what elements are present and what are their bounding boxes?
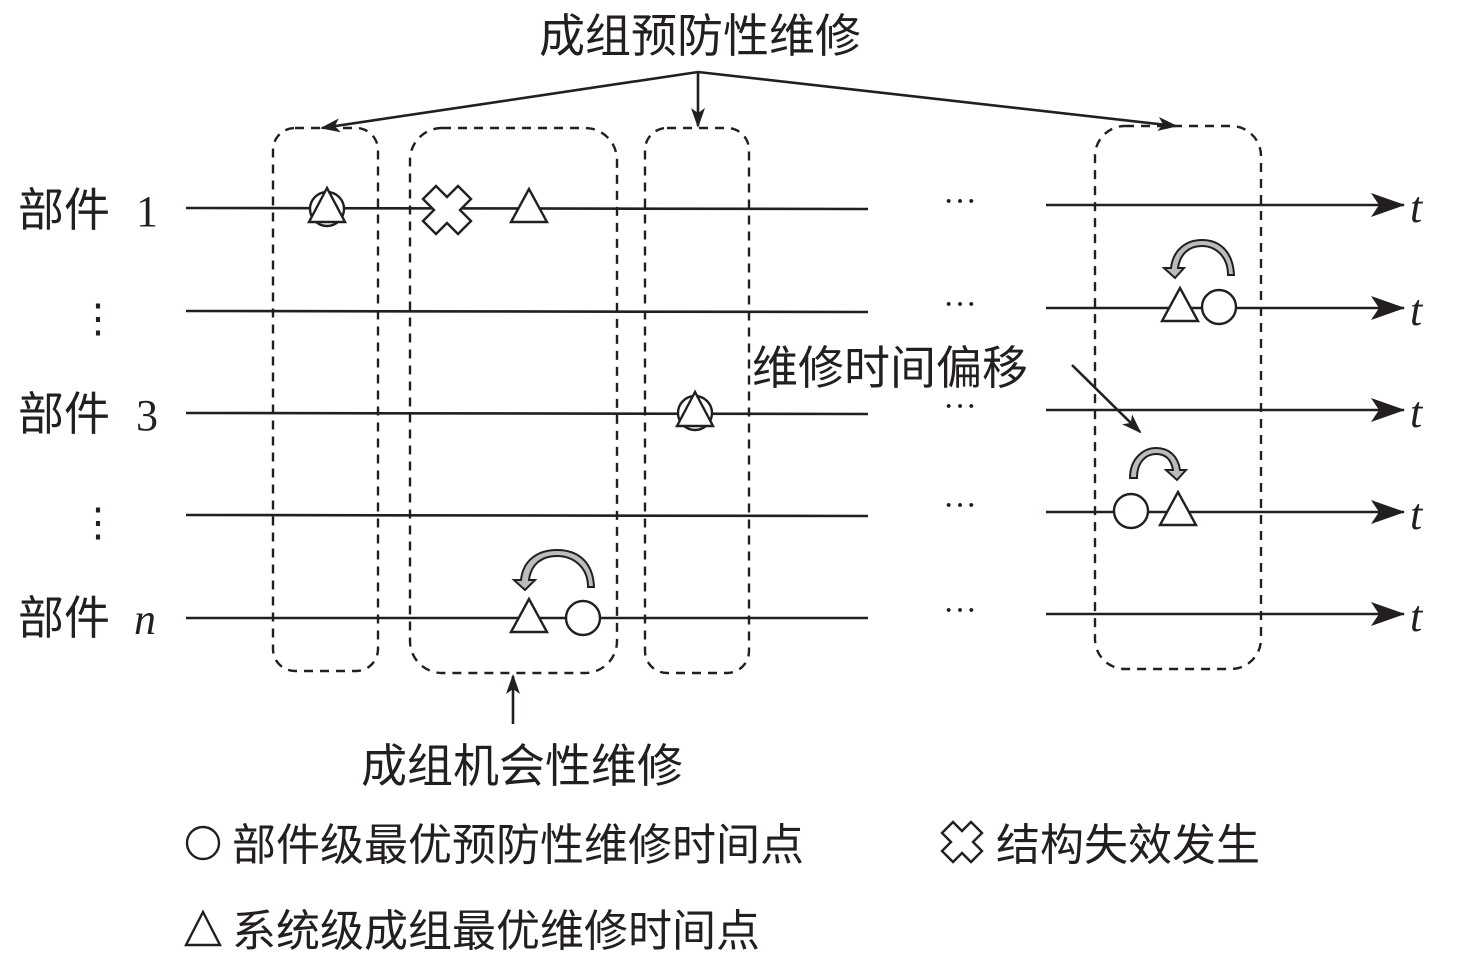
- curved-arrow-icon: [1161, 238, 1236, 280]
- legend-circle-icon: [185, 825, 221, 861]
- triangle-icon: [508, 596, 550, 634]
- group-preventive-maintenance-label: 成组预防性维修: [539, 9, 861, 63]
- time-label-5: t: [1410, 592, 1424, 641]
- group-box-3: [643, 126, 751, 675]
- ellipsis-1: ···: [943, 183, 977, 220]
- circle-icon: [564, 599, 602, 637]
- row-label-n: 部件: [18, 591, 110, 645]
- cross-icon: [421, 184, 473, 236]
- row-ellipsis-1: ⋮: [78, 296, 118, 342]
- triangle-icon: [675, 389, 715, 428]
- row-ellipsis-2: ⋮: [78, 500, 118, 546]
- legend-circle-label: 部件级最优预防性维修时间点: [232, 820, 804, 871]
- ellipsis-2: ···: [943, 286, 977, 323]
- time-label-3: t: [1410, 388, 1424, 437]
- ellipsis-4: ···: [943, 487, 977, 524]
- curved-arrow-icon: [511, 548, 596, 592]
- row-label-1: 部件: [18, 183, 110, 237]
- timeline-2-left: [185, 309, 869, 314]
- triangle-icon: [1157, 489, 1199, 527]
- group-box-4: [1093, 124, 1263, 671]
- row-2-right-events: [1159, 238, 1238, 326]
- timelines: ··· ··· ··· ··· ··· t t t t t: [185, 183, 1424, 641]
- triangle-icon: [1159, 285, 1201, 323]
- legend-triangle-label: 系统级成组最优维修时间点: [232, 906, 760, 957]
- arrow-to-group-1: [320, 70, 699, 133]
- group-box-2-opportunistic: [408, 126, 619, 675]
- row-labels: 部件 1 ⋮ 部件 3 ⋮ 部件 n: [18, 183, 158, 645]
- time-shift-label: 维修时间偏移: [752, 341, 1028, 395]
- maintenance-groups: [271, 124, 1263, 675]
- group-box-1: [271, 126, 380, 673]
- circle-icon: [1112, 492, 1150, 530]
- timeline-4-left: [185, 513, 869, 518]
- timeline-3-left: [185, 411, 869, 416]
- curved-arrow-icon: [1128, 446, 1189, 482]
- legend: 部件级最优预防性维修时间点 结构失效发生 系统级成组最优维修时间点: [184, 820, 1260, 957]
- title-arrows: [320, 70, 1178, 133]
- row-index-3: 3: [136, 391, 158, 440]
- row-4-right-events: [1112, 446, 1199, 530]
- row-n-events: [508, 548, 602, 637]
- ellipsis-3: ···: [943, 388, 977, 425]
- row-3-events: [675, 389, 715, 432]
- time-label-2: t: [1410, 286, 1424, 335]
- time-label-1: t: [1410, 183, 1424, 232]
- ellipsis-5: ···: [943, 592, 977, 629]
- legend-cross-label: 结构失效发生: [996, 820, 1260, 871]
- row-1-events: [307, 184, 550, 236]
- row-label-3: 部件: [18, 387, 110, 441]
- legend-cross-icon: [940, 820, 984, 864]
- arrow-to-group-4: [697, 70, 1178, 131]
- triangle-icon: [508, 186, 550, 224]
- row-index-1: 1: [136, 187, 158, 236]
- group-opportunistic-maintenance-label: 成组机会性维修: [361, 739, 683, 793]
- triangle-icon: [307, 185, 347, 224]
- time-label-4: t: [1410, 490, 1424, 539]
- legend-triangle-icon: [184, 909, 222, 947]
- circle-icon: [1200, 288, 1238, 326]
- row-index-n: n: [134, 595, 156, 644]
- time-shift-arrow: [1071, 364, 1142, 434]
